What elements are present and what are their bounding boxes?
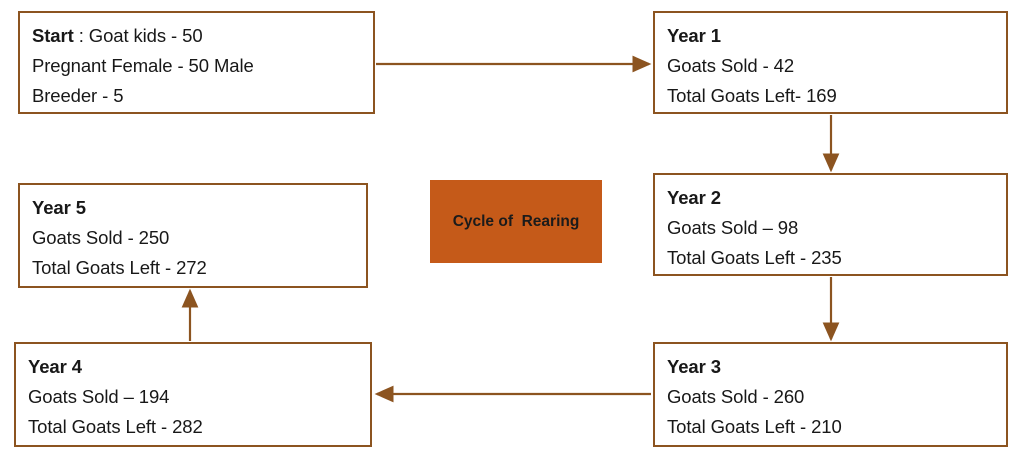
node-start-lead: Start <box>32 25 74 46</box>
node-year-3[interactable]: Year 3 Goats Sold - 260 Total Goats Left… <box>653 342 1008 447</box>
node-year-4-heading: Year 4 <box>28 356 82 377</box>
node-year-4[interactable]: Year 4 Goats Sold – 194 Total Goats Left… <box>14 342 372 447</box>
cycle-of-rearing-label: Cycle of Rearing <box>452 212 580 230</box>
node-start-line-0: Start : Goat kids - 50 <box>32 21 373 51</box>
node-year-2-line-1: Total Goats Left - 235 <box>667 247 842 268</box>
node-year-5-heading: Year 5 <box>32 197 86 218</box>
node-year-4-line-0: Goats Sold – 194 <box>28 386 170 407</box>
node-year-1-heading: Year 1 <box>667 25 721 46</box>
cycle-of-rearing-badge: Cycle of Rearing <box>430 180 602 263</box>
node-year-3-line-1: Total Goats Left - 210 <box>667 416 842 437</box>
node-year-2[interactable]: Year 2 Goats Sold – 98 Total Goats Left … <box>653 173 1008 276</box>
node-year-3-line-0: Goats Sold - 260 <box>667 386 805 407</box>
node-start-line-2: Breeder - 5 <box>32 85 124 106</box>
node-year-1-line-1: Total Goats Left- 169 <box>667 85 837 106</box>
node-start-line-1: Pregnant Female - 50 Male <box>32 55 254 76</box>
node-year-4-line-1: Total Goats Left - 282 <box>28 416 203 437</box>
node-year-2-line-0: Goats Sold – 98 <box>667 217 799 238</box>
node-year-3-heading: Year 3 <box>667 356 721 377</box>
node-year-5[interactable]: Year 5 Goats Sold - 250 Total Goats Left… <box>18 183 368 288</box>
node-year-1-line-0: Goats Sold - 42 <box>667 55 795 76</box>
node-start-line-0-text: : Goat kids - 50 <box>73 25 203 46</box>
node-start[interactable]: Start : Goat kids - 50 Pregnant Female -… <box>18 11 375 114</box>
node-year-5-line-1: Total Goats Left - 272 <box>32 257 207 278</box>
node-year-1[interactable]: Year 1 Goats Sold - 42 Total Goats Left-… <box>653 11 1008 114</box>
node-year-5-line-0: Goats Sold - 250 <box>32 227 170 248</box>
node-year-2-heading: Year 2 <box>667 187 721 208</box>
